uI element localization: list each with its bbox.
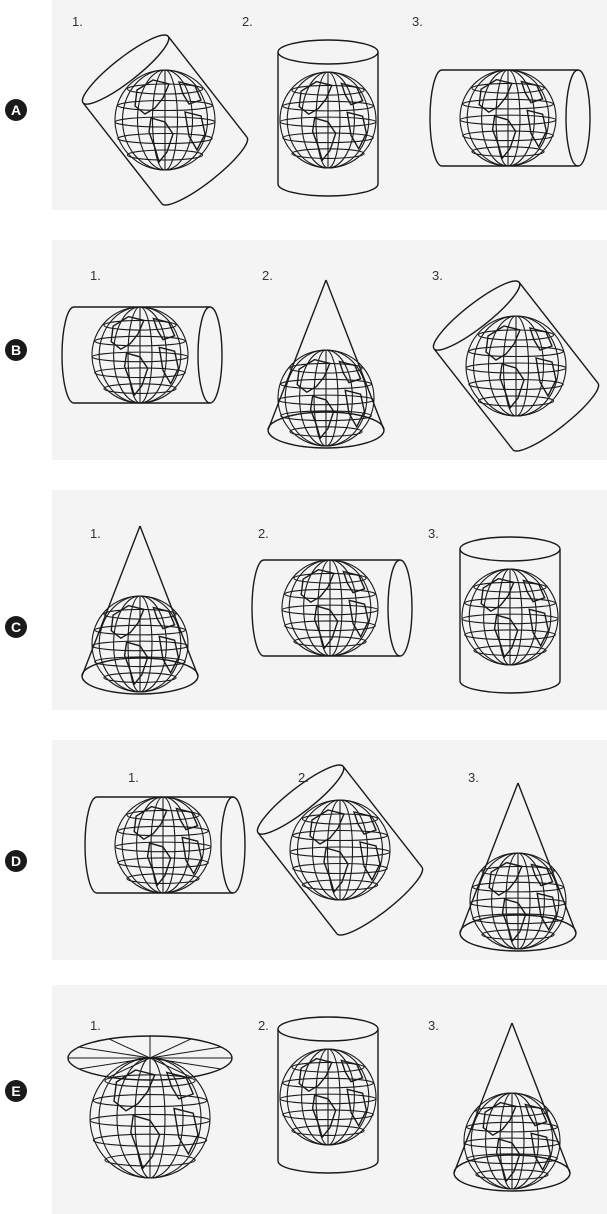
cone-side — [82, 526, 140, 676]
cone-side — [268, 280, 326, 430]
cylinder-end-ellipse — [198, 307, 222, 403]
cone-side — [460, 783, 518, 933]
projection-figure-d2[interactable] — [240, 750, 440, 950]
tilted-cylinder-projection — [427, 273, 606, 459]
cylinder-left-arc — [85, 797, 97, 893]
projection-figure-b1[interactable] — [40, 255, 240, 455]
vertical-cylinder-projection — [278, 40, 378, 196]
cylinder-bottom-arc — [278, 1161, 378, 1173]
answer-letter-a[interactable]: A — [5, 99, 27, 121]
vertical-cylinder-projection — [460, 537, 560, 693]
projection-figure-e3[interactable] — [412, 1013, 607, 1213]
projection-figure-b2[interactable] — [226, 270, 426, 470]
horizontal-cylinder-projection — [430, 70, 590, 166]
cylinder-top-ellipse — [460, 537, 560, 561]
cylinder-bottom-arc — [460, 681, 560, 693]
projection-figure-b3[interactable] — [416, 266, 607, 466]
horizontal-cylinder-projection — [85, 797, 245, 893]
cylinder-left-arc — [430, 70, 442, 166]
plane-projection — [68, 1036, 232, 1178]
answer-letter-e[interactable]: E — [5, 1080, 27, 1102]
cone-side — [512, 1023, 570, 1173]
cone-side — [518, 783, 576, 933]
answer-letter-b[interactable]: B — [5, 339, 27, 361]
projection-figure-a3[interactable] — [408, 18, 607, 218]
projection-figure-d3[interactable] — [418, 773, 607, 973]
cylinder-top-ellipse — [278, 1017, 378, 1041]
cone-projection — [460, 783, 576, 951]
cone-side — [140, 526, 198, 676]
cylinder-left-arc — [62, 307, 74, 403]
projection-figure-a2[interactable] — [228, 18, 428, 218]
projection-figure-c3[interactable] — [410, 515, 607, 715]
horizontal-cylinder-projection — [62, 307, 222, 403]
answer-letter-c[interactable]: C — [5, 616, 27, 638]
horizontal-cylinder-projection — [252, 560, 412, 656]
projection-figure-c1[interactable] — [40, 516, 240, 716]
cylinder-end-ellipse — [388, 560, 412, 656]
cylinder-left-arc — [252, 560, 264, 656]
tilted-cylinder-projection — [251, 757, 430, 943]
cylinder-bottom-arc — [278, 184, 378, 196]
cone-projection — [454, 1023, 570, 1191]
cone-projection — [82, 526, 198, 694]
cylinder-end-ellipse — [566, 70, 590, 166]
cone-projection — [268, 280, 384, 448]
projection-figure-d1[interactable] — [63, 745, 263, 945]
vertical-cylinder-projection — [278, 1017, 378, 1173]
projection-figure-e2[interactable] — [228, 995, 428, 1195]
cone-side — [454, 1023, 512, 1173]
projection-figure-c2[interactable] — [230, 508, 430, 708]
projection-figure-e1[interactable] — [50, 990, 250, 1190]
cone-side — [326, 280, 384, 430]
cylinder-top-ellipse — [278, 40, 378, 64]
answer-letter-d[interactable]: D — [5, 850, 27, 872]
